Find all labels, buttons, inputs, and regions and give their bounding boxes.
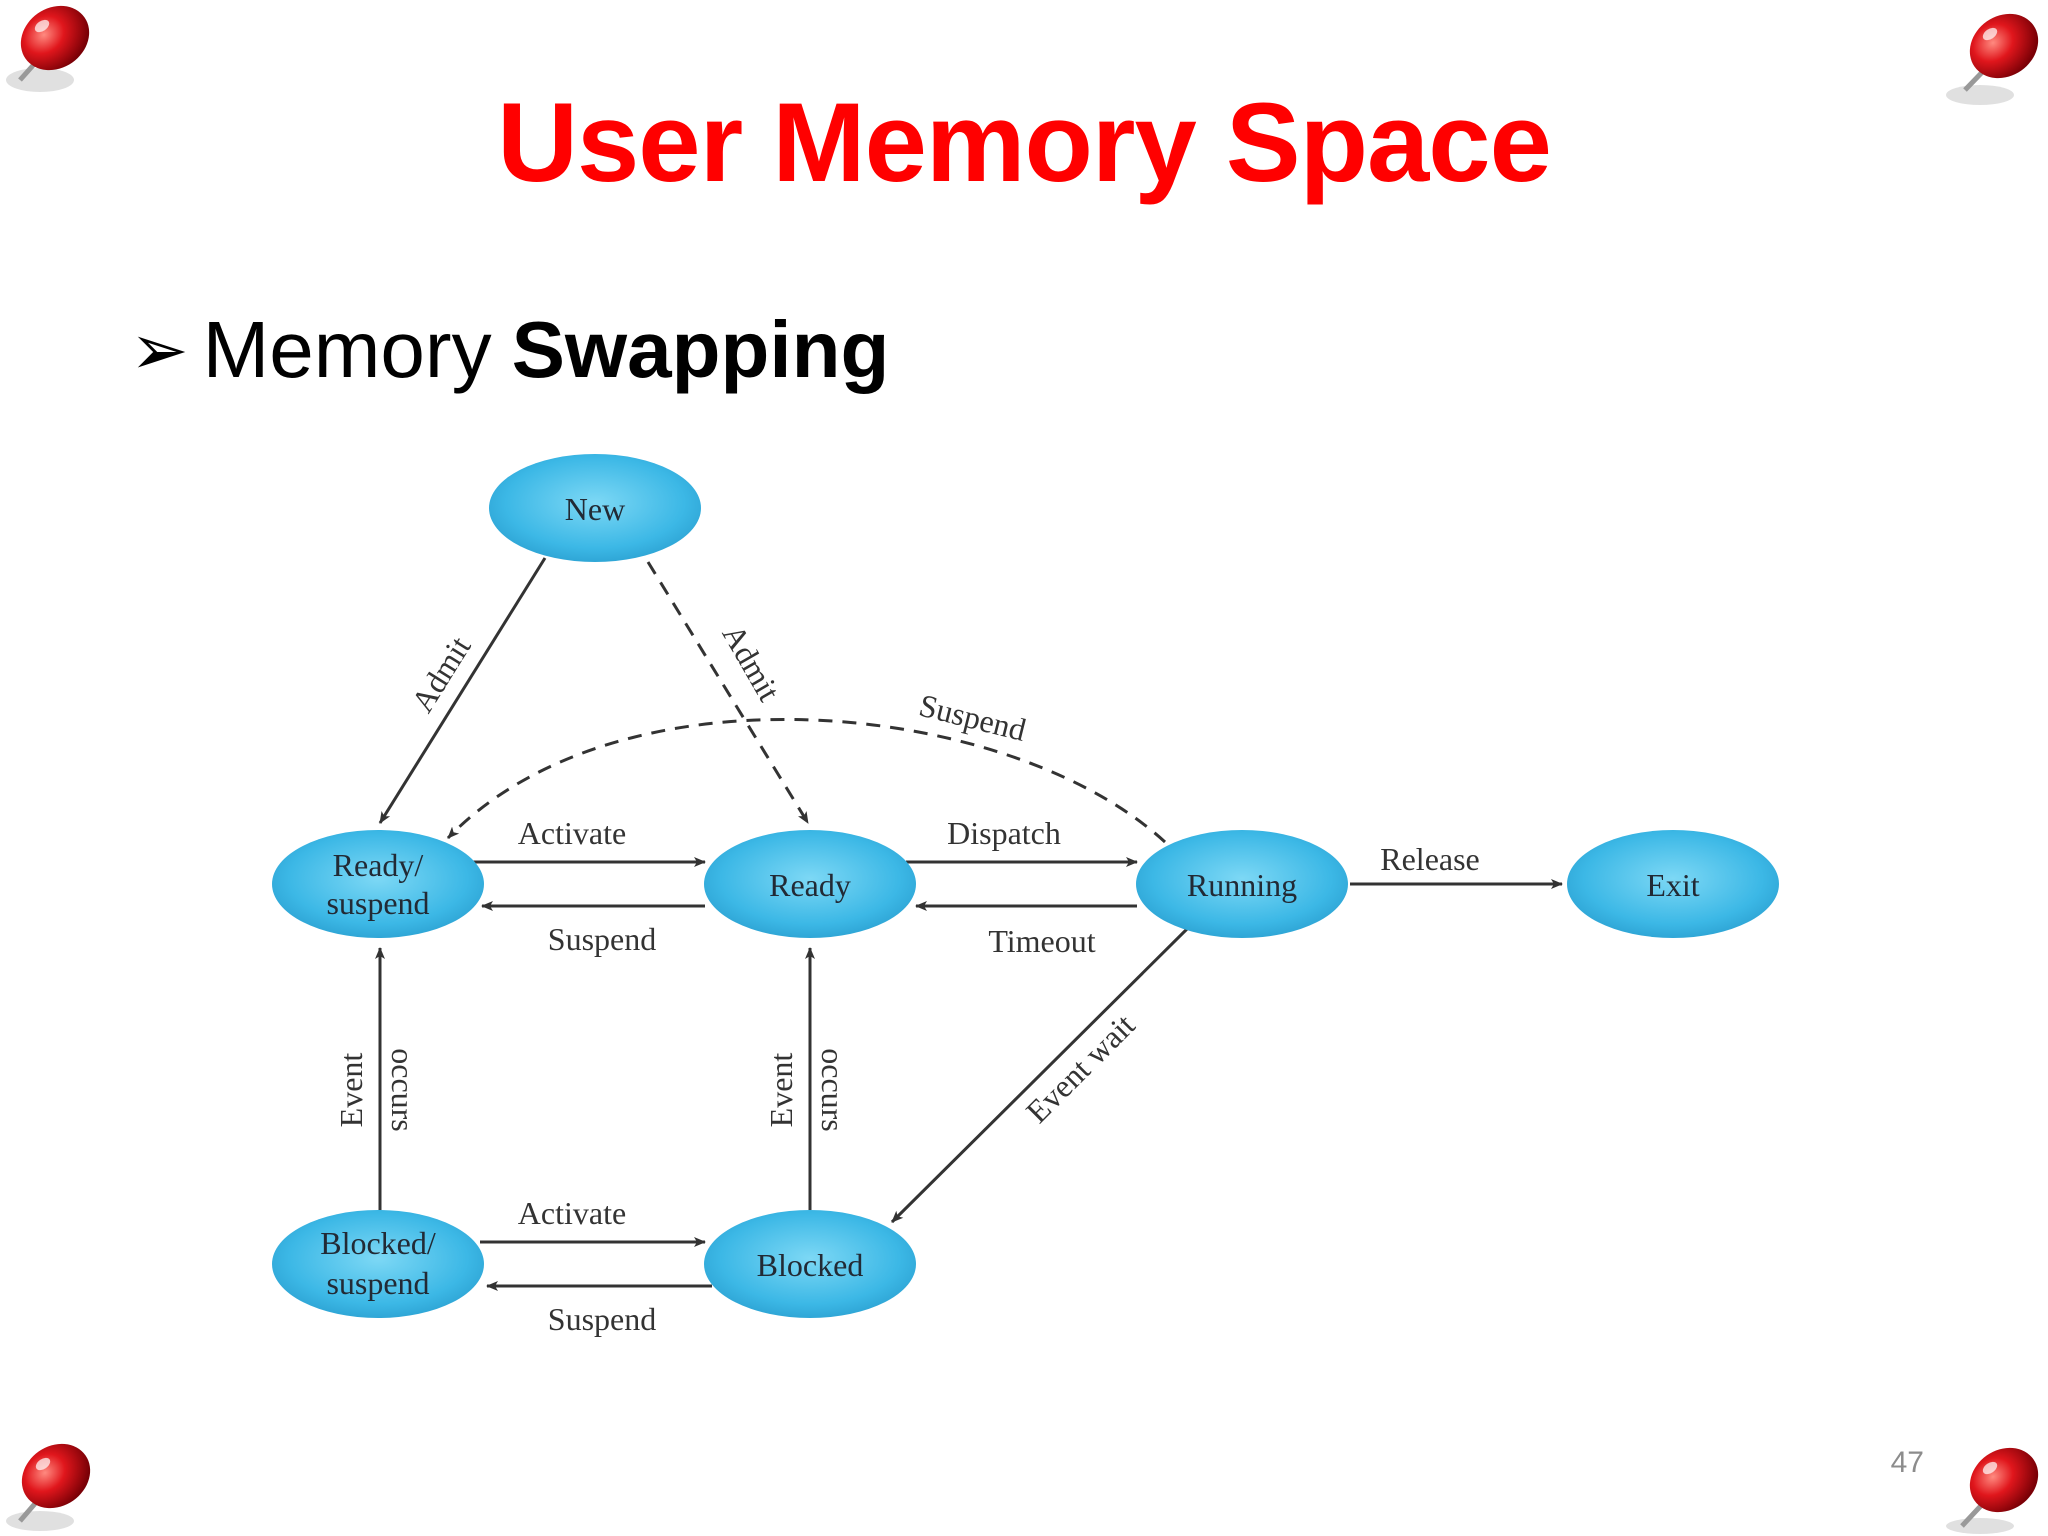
node-new: New — [489, 454, 701, 562]
edge-label-admit: Admit — [715, 618, 787, 707]
node-blocked: Blocked — [704, 1210, 916, 1318]
node-ready-suspend: Ready/ suspend — [272, 830, 484, 938]
node-label: Blocked/ — [320, 1225, 436, 1261]
edge-admit-solid — [378, 557, 547, 824]
edge-label-activate: Activate — [518, 1195, 626, 1231]
node-label: Ready — [769, 867, 851, 903]
edge-label-event-wait: Event wait — [1019, 1007, 1142, 1130]
edge-label-occurs: occurs — [385, 1048, 421, 1132]
node-ready: Ready — [704, 830, 916, 938]
edge-label-suspend: Suspend — [548, 921, 656, 957]
edge-label-suspend: Suspend — [916, 687, 1030, 748]
edge-event-wait — [890, 926, 1190, 1224]
bullet-arrow-icon: ➢ — [130, 311, 189, 389]
edge-label-occurs: occurs — [815, 1048, 851, 1132]
edge-suspend-dashed — [446, 717, 1167, 844]
edge-label-event: Event — [763, 1053, 799, 1128]
pushpin-icon — [1946, 13, 2039, 105]
bullet-text: Memory — [202, 305, 492, 394]
edge-label-timeout: Timeout — [988, 923, 1095, 959]
edge-label-suspend: Suspend — [548, 1301, 656, 1337]
pushpin-icon — [6, 5, 90, 92]
node-label: suspend — [326, 885, 429, 921]
edge-label-dispatch: Dispatch — [947, 815, 1061, 851]
node-label: Ready/ — [333, 847, 424, 883]
page-number: 47 — [1890, 1446, 1924, 1479]
edge-label-event: Event — [333, 1053, 369, 1128]
node-running: Running — [1136, 830, 1348, 938]
pushpin-icon — [6, 1443, 91, 1531]
node-label: suspend — [326, 1265, 429, 1301]
edge-label-release: Release — [1380, 841, 1480, 877]
bullet-text-bold: Swapping — [511, 305, 890, 394]
node-label: Exit — [1646, 867, 1699, 903]
node-label: Blocked — [757, 1247, 864, 1283]
node-exit: Exit — [1567, 830, 1779, 938]
node-blocked-suspend: Blocked/ suspend — [272, 1210, 484, 1318]
node-label: Running — [1187, 867, 1297, 903]
node-label: New — [565, 491, 625, 527]
edge-admit-dashed — [646, 561, 810, 824]
edge-label-activate: Activate — [518, 815, 626, 851]
slide-title: User Memory Space — [497, 80, 1552, 205]
edge-label-admit: Admit — [404, 630, 478, 719]
pushpin-icon — [1946, 1447, 2039, 1534]
bullet-point: ➢ Memory Swapping — [130, 300, 889, 400]
